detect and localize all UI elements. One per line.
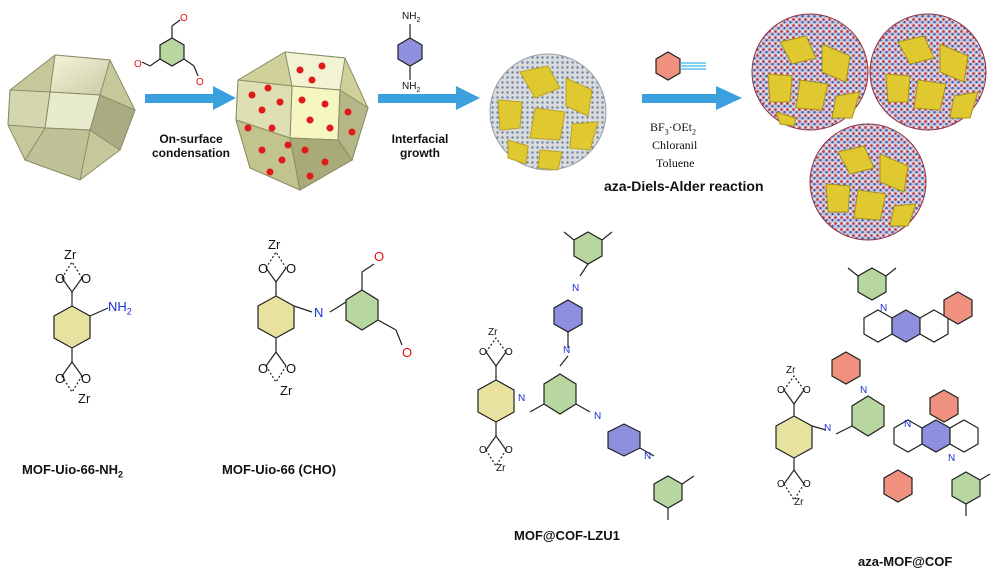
s3-o-bottom-left: O	[479, 445, 487, 456]
s4-n-5: N	[824, 423, 832, 434]
s2-o-aldehyde-top: O	[374, 249, 385, 264]
s4-n-4: N	[948, 453, 956, 464]
s4-n-1: N	[880, 303, 888, 314]
s2-o-bottom-left: O	[258, 361, 269, 376]
s1-o-top-left: O	[55, 271, 66, 286]
step1-label-line2: condensation	[151, 146, 230, 160]
step2-label-line1: Interfacial	[391, 132, 449, 146]
arrow-step1	[145, 86, 236, 110]
s3-n-4: N	[594, 411, 602, 422]
s4-o-top-left: O	[777, 385, 785, 396]
s3-zr-bottom: Zr	[496, 463, 506, 474]
arrow-step3	[642, 86, 742, 110]
aldehyde-o-left: O	[134, 59, 142, 70]
s4-o-top-right: O	[803, 385, 811, 396]
s3-n-5: N	[644, 451, 652, 462]
caption-aza-mof-cof: aza-MOF@COF	[858, 554, 953, 569]
diamine-nh2-bottom: NH2	[402, 81, 421, 95]
caption-uio66-nh2: MOF-Uio-66-NH2	[22, 462, 124, 480]
reagent-solvent: Toluene	[656, 156, 695, 170]
sphere-left	[751, 13, 869, 131]
step2-label: Interfacial growth	[380, 132, 460, 160]
sphere-bottom	[809, 123, 927, 241]
s1-zr-bottom: Zr	[78, 391, 91, 406]
aldehyde-o-top: O	[180, 13, 188, 24]
s3-o-top-right: O	[505, 347, 513, 358]
s2-n-imine: N	[314, 305, 324, 320]
reagent-trialdehyde	[141, 19, 199, 77]
structure-uio66-cho	[257, 250, 403, 384]
structure-aza-mof-cof	[775, 267, 991, 516]
s4-zr-bottom: Zr	[794, 497, 804, 508]
s2-o-bottom-right: O	[286, 361, 297, 376]
s2-o-top-left: O	[258, 261, 269, 276]
s2-o-top-right: O	[286, 261, 297, 276]
mof-crystal-aldehyde	[235, 51, 369, 191]
s3-zr-top: Zr	[488, 327, 498, 338]
step1-label-line1: On-surface	[159, 132, 223, 146]
s3-n-1: N	[572, 283, 580, 294]
s4-n-3: N	[904, 419, 912, 430]
step2-label-line2: growth	[400, 146, 440, 160]
structure-mof-cof-lzu1	[477, 231, 695, 520]
reagent-diamine	[397, 24, 423, 80]
s1-o-bottom-left: O	[55, 371, 66, 386]
mof-cof-crystal	[489, 53, 607, 171]
reagent-catalyst: BF3·OEt2	[650, 120, 697, 137]
s3-o-top-left: O	[479, 347, 487, 358]
reagent-phenylacetylene	[655, 51, 706, 81]
structure-uio66-nh2	[53, 260, 109, 394]
reagent-oxidant: Chloranil	[652, 138, 698, 152]
s2-zr-top: Zr	[268, 237, 281, 252]
s3-o-bottom-right: O	[505, 445, 513, 456]
s3-n-3: N	[518, 393, 526, 404]
aldehyde-o-right: O	[196, 77, 204, 88]
s2-o-aldehyde-right: O	[402, 345, 413, 360]
s1-o-top-right: O	[81, 271, 92, 286]
reaction-name: aza-Diels-Alder reaction	[604, 178, 764, 194]
s1-nh2: NH2	[108, 299, 132, 317]
aldehyde-dots	[244, 62, 356, 180]
s2-zr-bottom: Zr	[280, 383, 293, 398]
arrow-step2	[378, 86, 480, 110]
mof-crystal-bare	[7, 54, 136, 181]
caption-mof-cof-lzu1: MOF@COF-LZU1	[514, 528, 620, 543]
s1-o-bottom-right: O	[81, 371, 92, 386]
caption-uio66-cho: MOF-Uio-66 (CHO)	[222, 462, 337, 477]
s4-o-bottom-left: O	[777, 479, 785, 490]
s4-o-bottom-right: O	[803, 479, 811, 490]
sphere-right	[869, 13, 987, 131]
s3-n-2: N	[563, 345, 571, 356]
s4-n-2: N	[860, 385, 868, 396]
s4-zr-top: Zr	[786, 365, 796, 376]
aza-mof-cof-spheres	[751, 13, 987, 241]
step1-label: On-surface condensation	[136, 132, 246, 160]
diamine-nh2-top: NH2	[402, 11, 421, 25]
s1-zr-top: Zr	[64, 247, 77, 262]
